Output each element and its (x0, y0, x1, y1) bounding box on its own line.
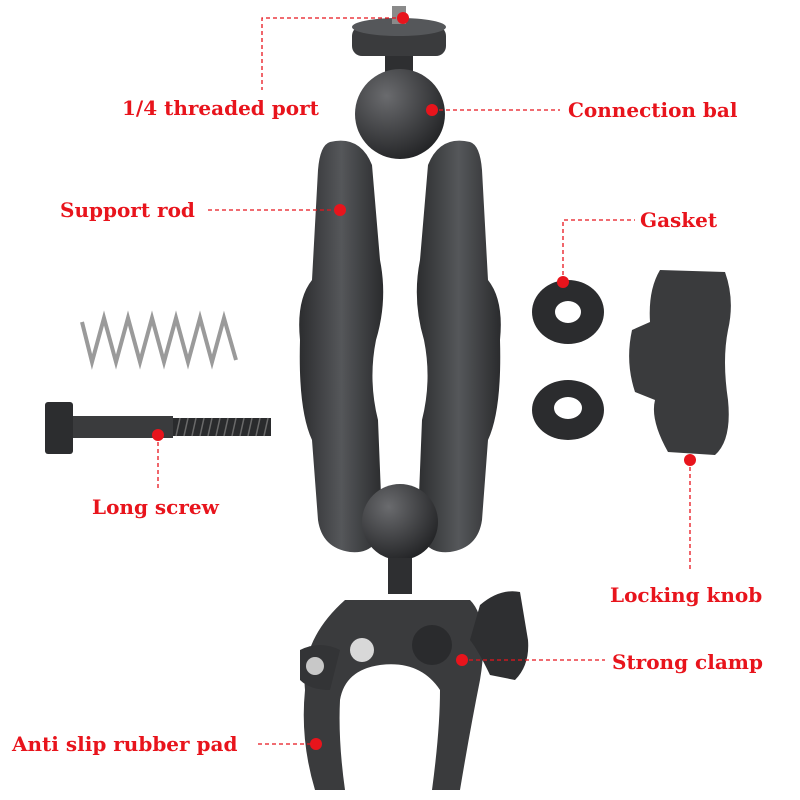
clamp-knob (470, 591, 529, 680)
support-rod-right (416, 140, 501, 553)
locking-knob-part (629, 270, 731, 455)
support-rod-left (299, 140, 384, 553)
label-strong-clamp: Strong clamp (612, 650, 763, 674)
long-screw-part (45, 402, 271, 454)
gasket-top (532, 280, 604, 344)
label-locking-knob: Locking knob (610, 583, 763, 607)
label-support-rod: Support rod (60, 198, 195, 222)
callout-dots (152, 12, 696, 750)
label-gasket: Gasket (640, 208, 718, 232)
label-connection-ball: Connection bal (568, 98, 738, 122)
connection-ball-bottom (362, 484, 438, 560)
gasket-bottom (532, 380, 604, 440)
label-long-screw: Long screw (92, 495, 219, 519)
spring (80, 310, 238, 370)
strong-clamp-part (303, 600, 484, 790)
label-threaded-port: 1/4 threaded port (122, 96, 319, 120)
threaded-port-mount (352, 6, 446, 74)
label-anti-slip-pad: Anti slip rubber pad (12, 732, 238, 756)
connection-ball-top (355, 69, 445, 159)
leader-lines (157, 17, 691, 745)
